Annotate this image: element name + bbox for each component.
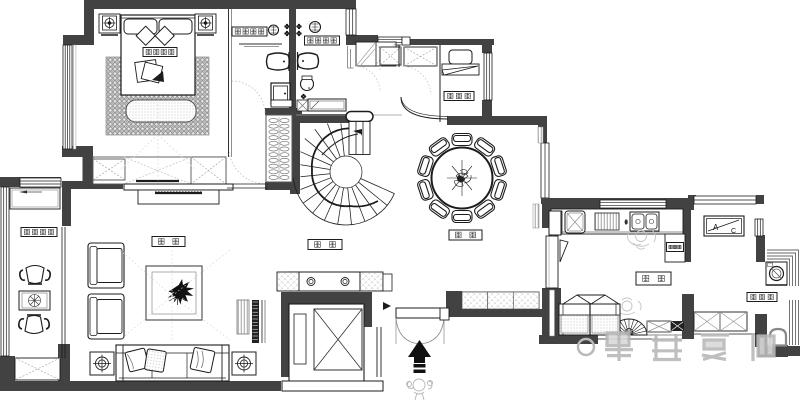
- svg-text:A: A: [713, 223, 719, 232]
- svg-text:C: C: [731, 228, 736, 235]
